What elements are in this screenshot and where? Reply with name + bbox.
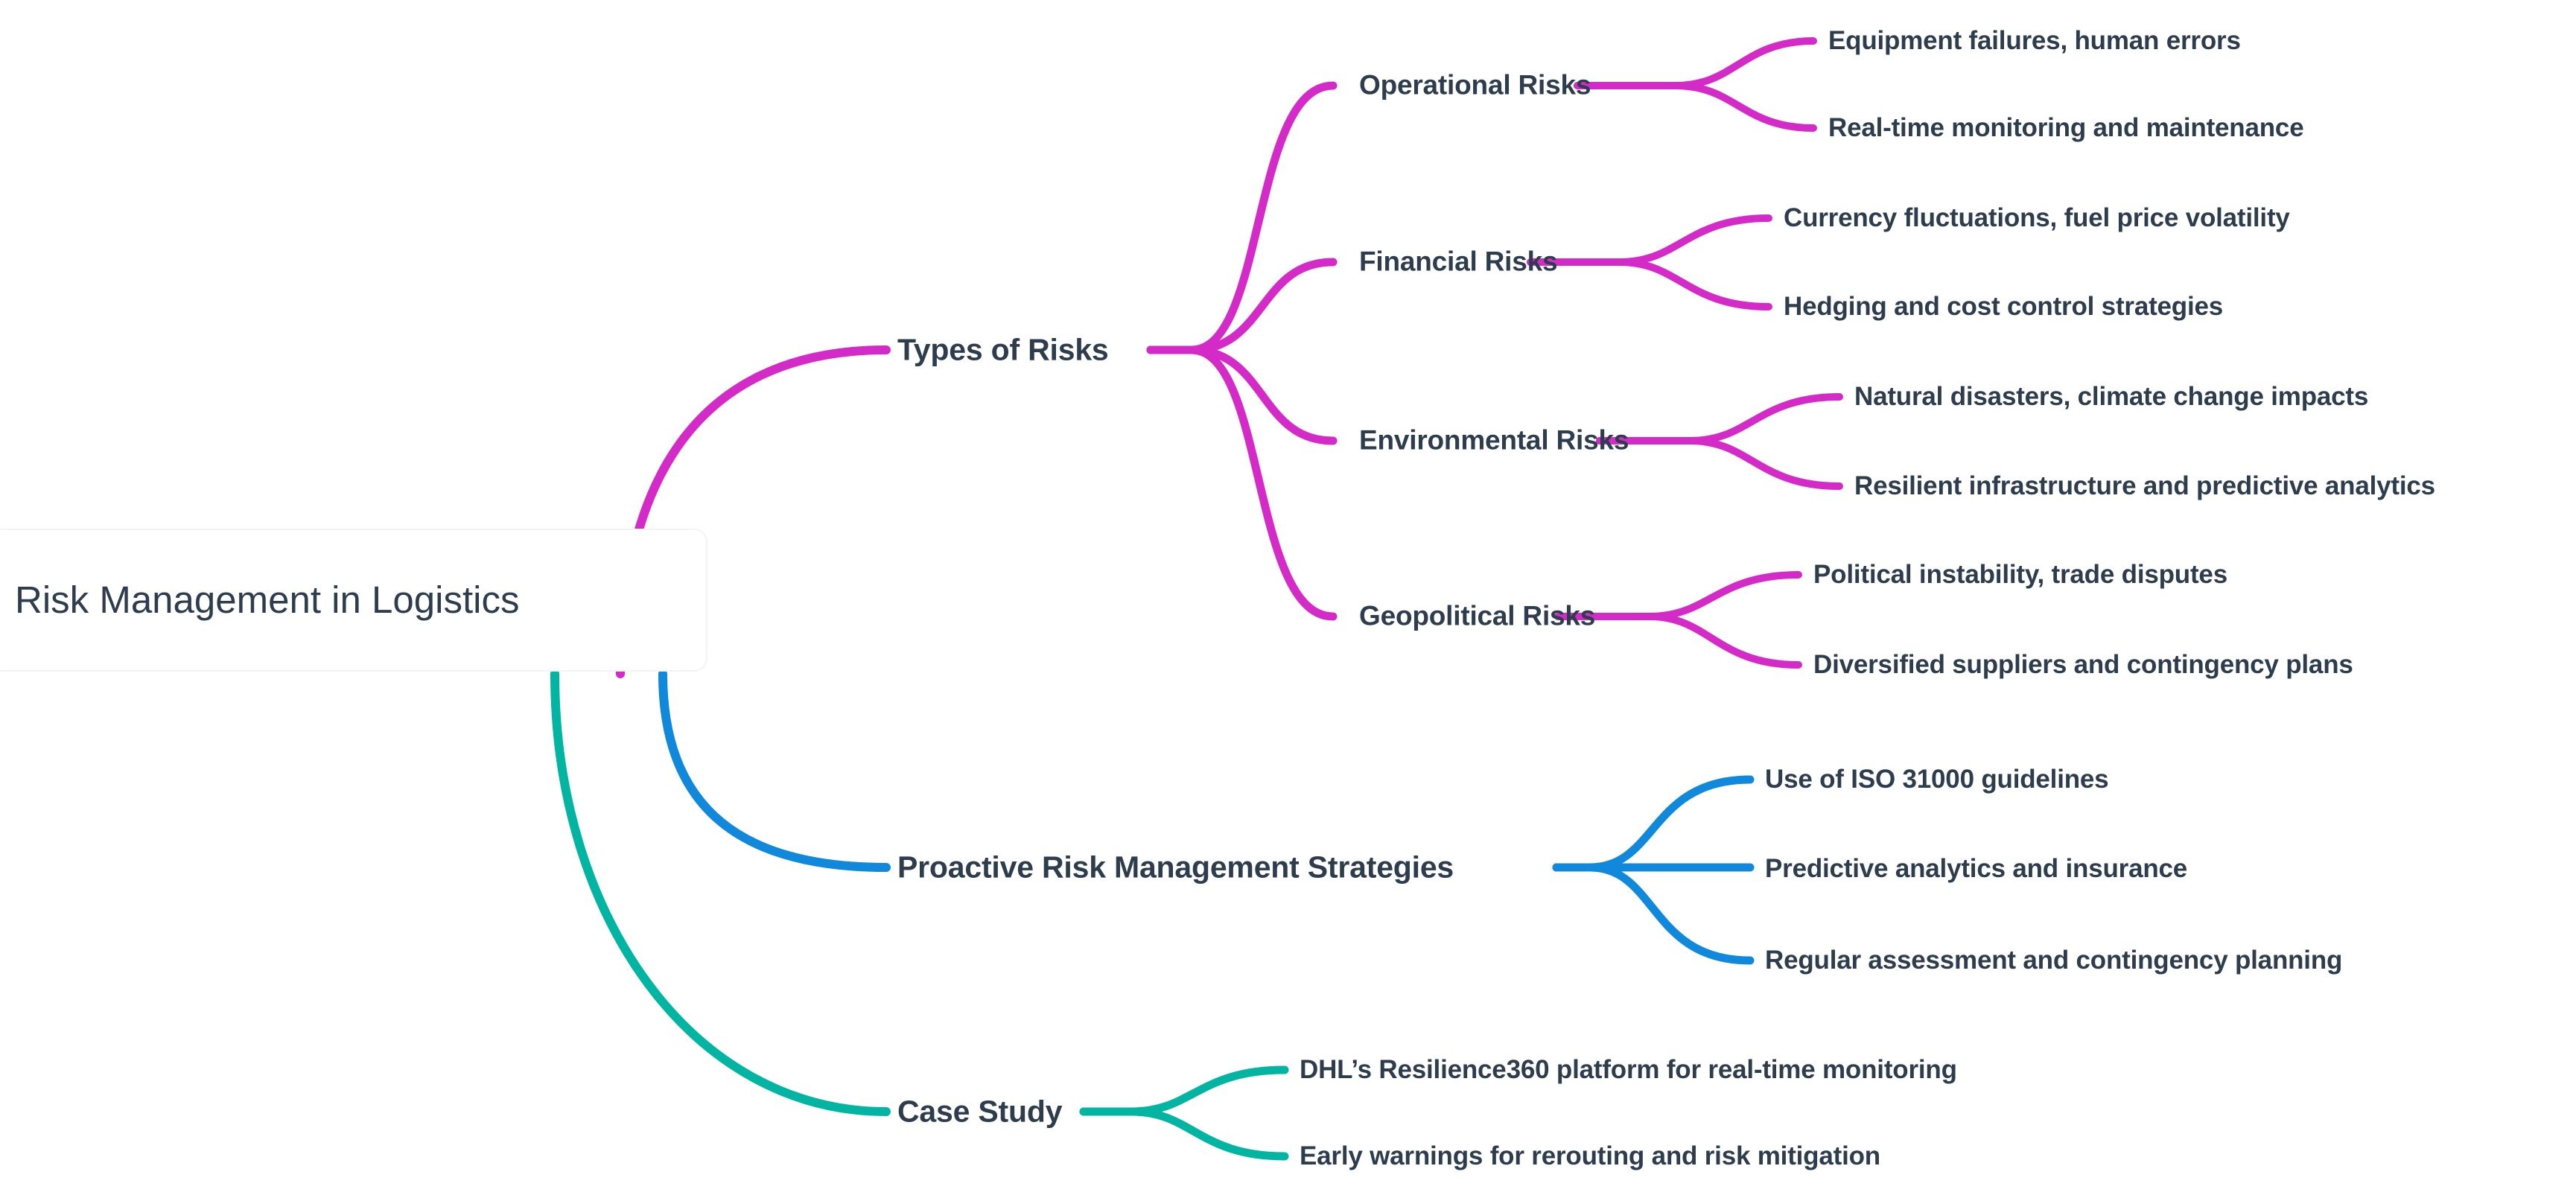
node-label-operational-risks[interactable]: Operational Risks	[1359, 69, 1591, 101]
edge-group-proactive	[658, 669, 1755, 965]
leaf-label-proactive-3[interactable]: Regular assessment and contingency plann…	[1765, 945, 2343, 975]
edge-financial-to-leaf-1	[1527, 214, 1772, 266]
edge-types-to-financial	[1146, 258, 1338, 354]
leaf-label-case-study-1[interactable]: DHL’s Resilience360 platform for real-ti…	[1300, 1054, 1957, 1084]
leaf-label-geopolitical-1[interactable]: Political instability, trade disputes	[1813, 559, 2227, 589]
leaf-label-proactive-1[interactable]: Use of ISO 31000 guidelines	[1765, 764, 2109, 794]
edge-root-to-proactive	[658, 669, 891, 872]
edge-case-study-to-leaf-2	[1079, 1107, 1289, 1161]
root-node-label[interactable]: Risk Management in Logistics	[15, 578, 520, 621]
leaf-label-case-study-2[interactable]: Early warnings for rerouting and risk mi…	[1300, 1141, 1880, 1170]
leaf-label-environmental-1[interactable]: Natural disasters, climate change impact…	[1854, 381, 2369, 411]
edge-financial-to-leaf-2	[1527, 258, 1772, 310]
edge-case-study-to-leaf-1	[1079, 1065, 1289, 1116]
leaf-label-operational-2[interactable]: Real-time monitoring and maintenance	[1828, 112, 2304, 142]
node-label-financial-risks[interactable]: Financial Risks	[1359, 246, 1558, 277]
edge-proactive-to-leaf-3	[1552, 863, 1755, 965]
edge-group-types-of-risks	[616, 37, 1843, 678]
leaf-label-geopolitical-2[interactable]: Diversified suppliers and contingency pl…	[1813, 649, 2353, 679]
branch-label-types-of-risks[interactable]: Types of Risks	[897, 332, 1109, 367]
edge-operational-to-leaf-1	[1574, 37, 1817, 89]
edge-operational-to-leaf-2	[1574, 82, 1817, 132]
root-node-box[interactable]	[0, 529, 707, 672]
branch-label-proactive-risk-management-strategies[interactable]: Proactive Risk Management Strategies	[897, 850, 1454, 885]
edge-group-case-study	[550, 669, 1289, 1161]
edge-environmental-to-leaf-1	[1596, 393, 1843, 445]
leaf-label-environmental-2[interactable]: Resilient infrastructure and predictive …	[1854, 471, 2435, 500]
edge-root-to-case-study	[550, 669, 891, 1116]
edge-types-to-environmental	[1146, 345, 1338, 445]
leaf-label-financial-1[interactable]: Currency fluctuations, fuel price volati…	[1784, 203, 2290, 232]
edge-types-to-operational	[1146, 81, 1338, 354]
node-label-environmental-risks[interactable]: Environmental Risks	[1359, 424, 1629, 456]
edge-environmental-to-leaf-2	[1596, 437, 1843, 490]
leaf-label-operational-1[interactable]: Equipment failures, human errors	[1828, 25, 2241, 55]
edge-proactive-to-leaf-1	[1552, 775, 1755, 872]
edge-types-to-geopolitical	[1146, 345, 1338, 621]
node-label-geopolitical-risks[interactable]: Geopolitical Risks	[1359, 600, 1596, 631]
branch-label-case-study[interactable]: Case Study	[897, 1094, 1063, 1129]
leaf-label-proactive-2[interactable]: Predictive analytics and insurance	[1765, 853, 2188, 883]
leaf-label-financial-2[interactable]: Hedging and cost control strategies	[1784, 291, 2224, 321]
